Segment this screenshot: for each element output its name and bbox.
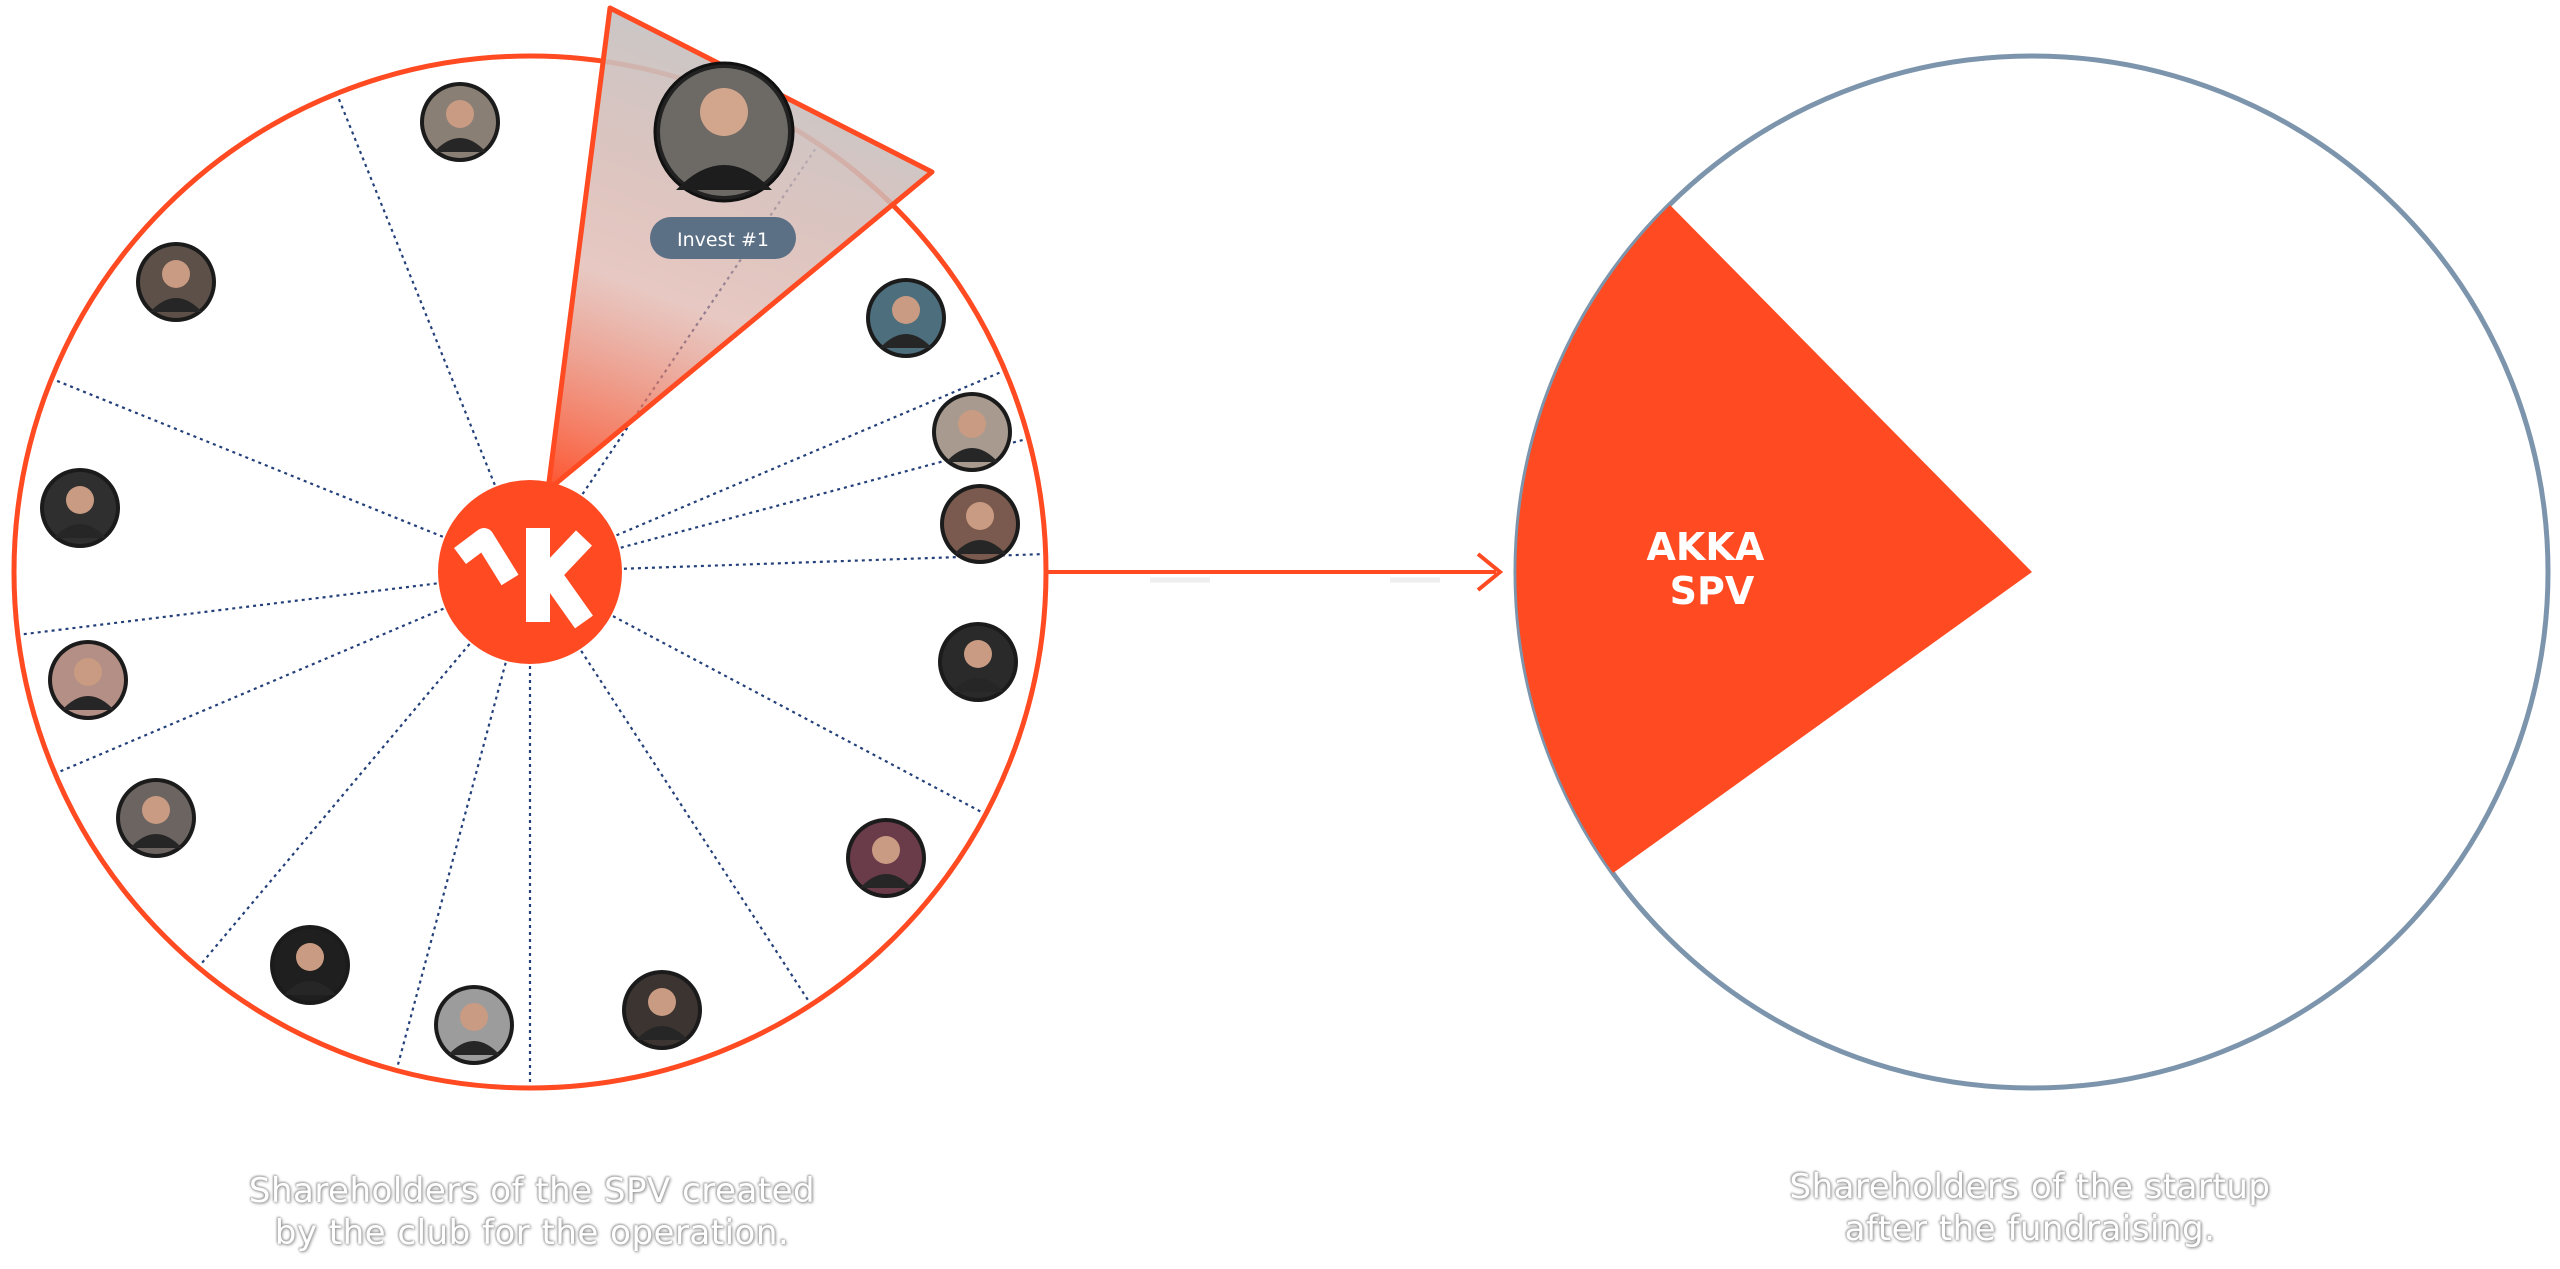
avatar-photo-2 (162, 260, 190, 288)
avatar-photo-13 (892, 296, 920, 324)
avatar-photo-11 (966, 502, 994, 530)
member-avatar[interactable] (938, 622, 1018, 702)
member-avatar[interactable] (48, 640, 128, 720)
member-avatars (40, 82, 1020, 1065)
avatar-photo-5 (142, 796, 170, 824)
member-avatar[interactable] (866, 278, 946, 358)
avatar-photo-4 (74, 658, 102, 686)
member-avatar[interactable] (846, 818, 926, 898)
member-avatar[interactable] (116, 778, 196, 858)
avatar-photo-6 (296, 943, 324, 971)
invest-badge-label: Invest #1 (677, 229, 769, 251)
startup-pie: AKKA SPV (1513, 53, 2551, 1091)
transfer-arrow (1048, 552, 1504, 592)
avatar-photo-1 (446, 100, 474, 128)
member-divider (198, 643, 471, 967)
member-divider (581, 145, 819, 495)
member-avatar[interactable] (420, 82, 500, 162)
akka-spv-slice (1516, 205, 2032, 873)
member-divider (395, 662, 507, 1069)
member-divider (620, 437, 1027, 549)
akka-hub (438, 480, 622, 664)
member-divider (580, 650, 811, 1004)
spv-circle: Invest #1 (11, 5, 1049, 1091)
avatar-photo-3 (66, 486, 94, 514)
member-divider (616, 370, 1004, 537)
member-divider (53, 378, 444, 538)
avatar-photo-10 (964, 640, 992, 668)
highlighted-member[interactable]: Invest #1 (650, 61, 796, 259)
member-divider (623, 552, 1044, 570)
avatar-photo-12 (958, 410, 986, 438)
invest-badge[interactable] (650, 217, 796, 259)
avatar-photo-7 (460, 1003, 488, 1031)
spv-caption: Shareholders of the SPV created by the c… (248, 1171, 816, 1253)
avatar-photo-8 (648, 988, 676, 1016)
member-dividers (19, 95, 1044, 1086)
avatar-photo-9 (872, 836, 900, 864)
akka-logo-icon (454, 528, 593, 629)
member-avatar[interactable] (40, 468, 120, 548)
member-divider (336, 95, 496, 486)
member-avatar[interactable] (932, 392, 1012, 472)
member-avatar[interactable] (622, 970, 702, 1050)
member-divider (19, 582, 437, 636)
akka-spv-slice-label: AKKA SPV (1647, 525, 1778, 613)
member-divider (612, 615, 985, 815)
member-avatar[interactable] (136, 242, 216, 322)
startup-caption: Shareholders of the startup after the fu… (1789, 1167, 2271, 1249)
member-divider (56, 607, 444, 774)
member-avatar[interactable] (434, 985, 514, 1065)
member-avatar[interactable] (940, 484, 1020, 564)
arrow-head-icon (1476, 552, 1504, 592)
member-avatar[interactable] (270, 925, 350, 1005)
